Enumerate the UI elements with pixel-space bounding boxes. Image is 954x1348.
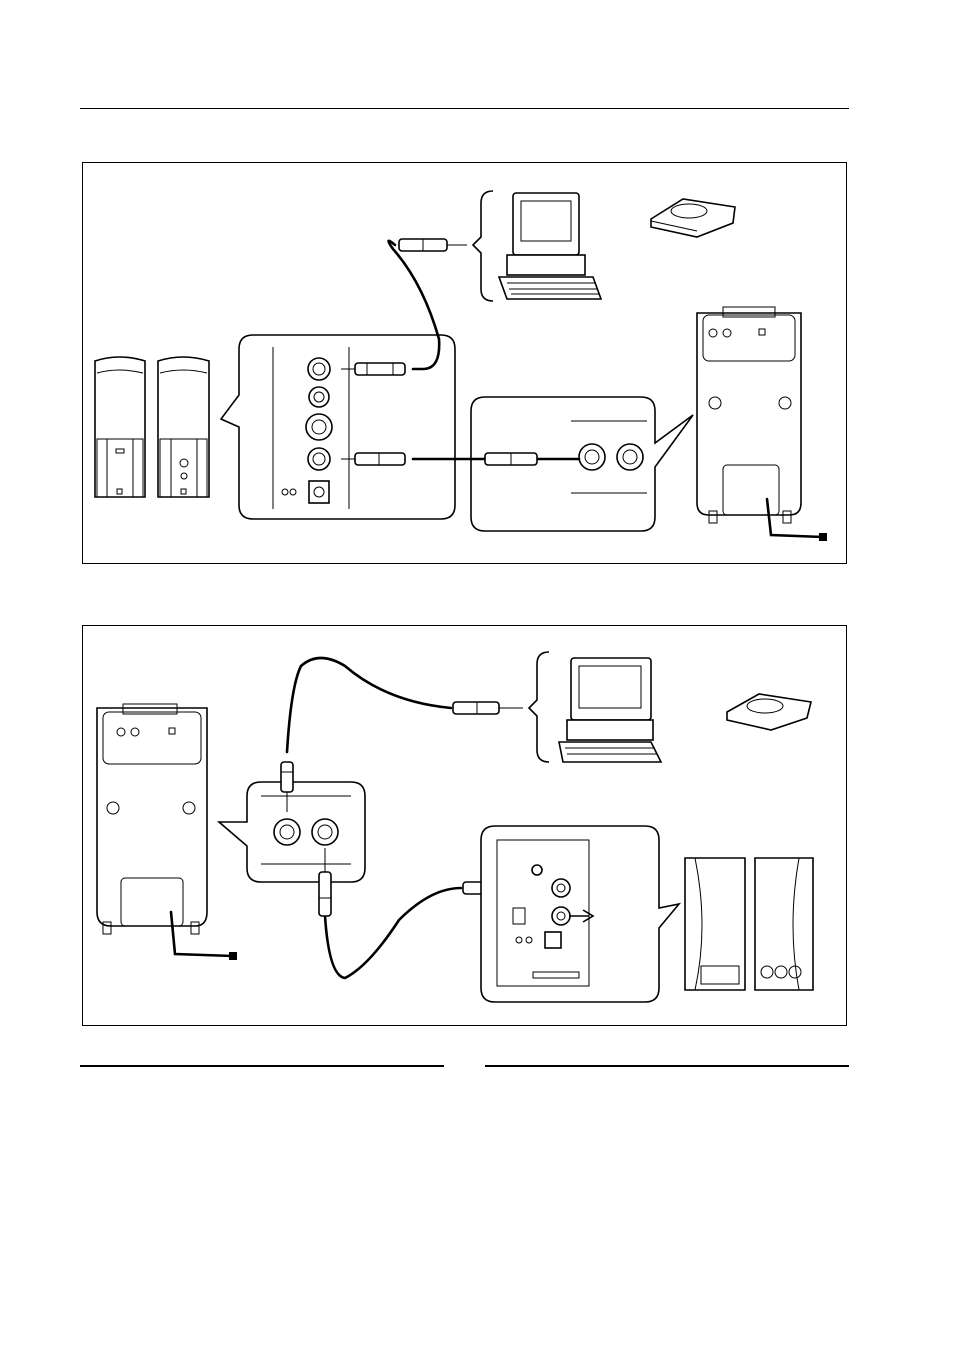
figure-1-diagram bbox=[83, 163, 846, 563]
source-bracket-2 bbox=[529, 652, 549, 762]
plug-fig2-computer bbox=[453, 702, 523, 714]
cable-to-computer bbox=[287, 658, 451, 752]
computer-icon-2 bbox=[559, 658, 661, 762]
subwoofer-rear-fig2 bbox=[97, 704, 237, 960]
subwoofer-input-panel-callout-2 bbox=[219, 782, 365, 882]
speaker-input-panel-callout-2 bbox=[481, 826, 679, 1002]
cable-to-speakers bbox=[325, 888, 461, 978]
left-section-rule bbox=[80, 1065, 444, 1067]
subwoofer-rear-fig1 bbox=[697, 307, 827, 541]
right-section-rule bbox=[485, 1065, 849, 1067]
speaker-right-front bbox=[158, 357, 209, 497]
speaker-input-panel-callout bbox=[221, 335, 455, 519]
speaker-left-front bbox=[95, 357, 145, 497]
figure-1-frame bbox=[82, 162, 847, 564]
figure-2-frame bbox=[82, 625, 847, 1026]
computer-icon bbox=[499, 193, 601, 299]
figure-2-diagram bbox=[83, 626, 846, 1025]
cd-player-icon-2 bbox=[727, 694, 811, 730]
source-bracket bbox=[473, 191, 493, 301]
speakers-front-fig2 bbox=[685, 858, 813, 990]
plug-top-computer bbox=[399, 239, 467, 251]
cd-player-icon bbox=[651, 199, 735, 237]
top-rule bbox=[80, 108, 849, 109]
